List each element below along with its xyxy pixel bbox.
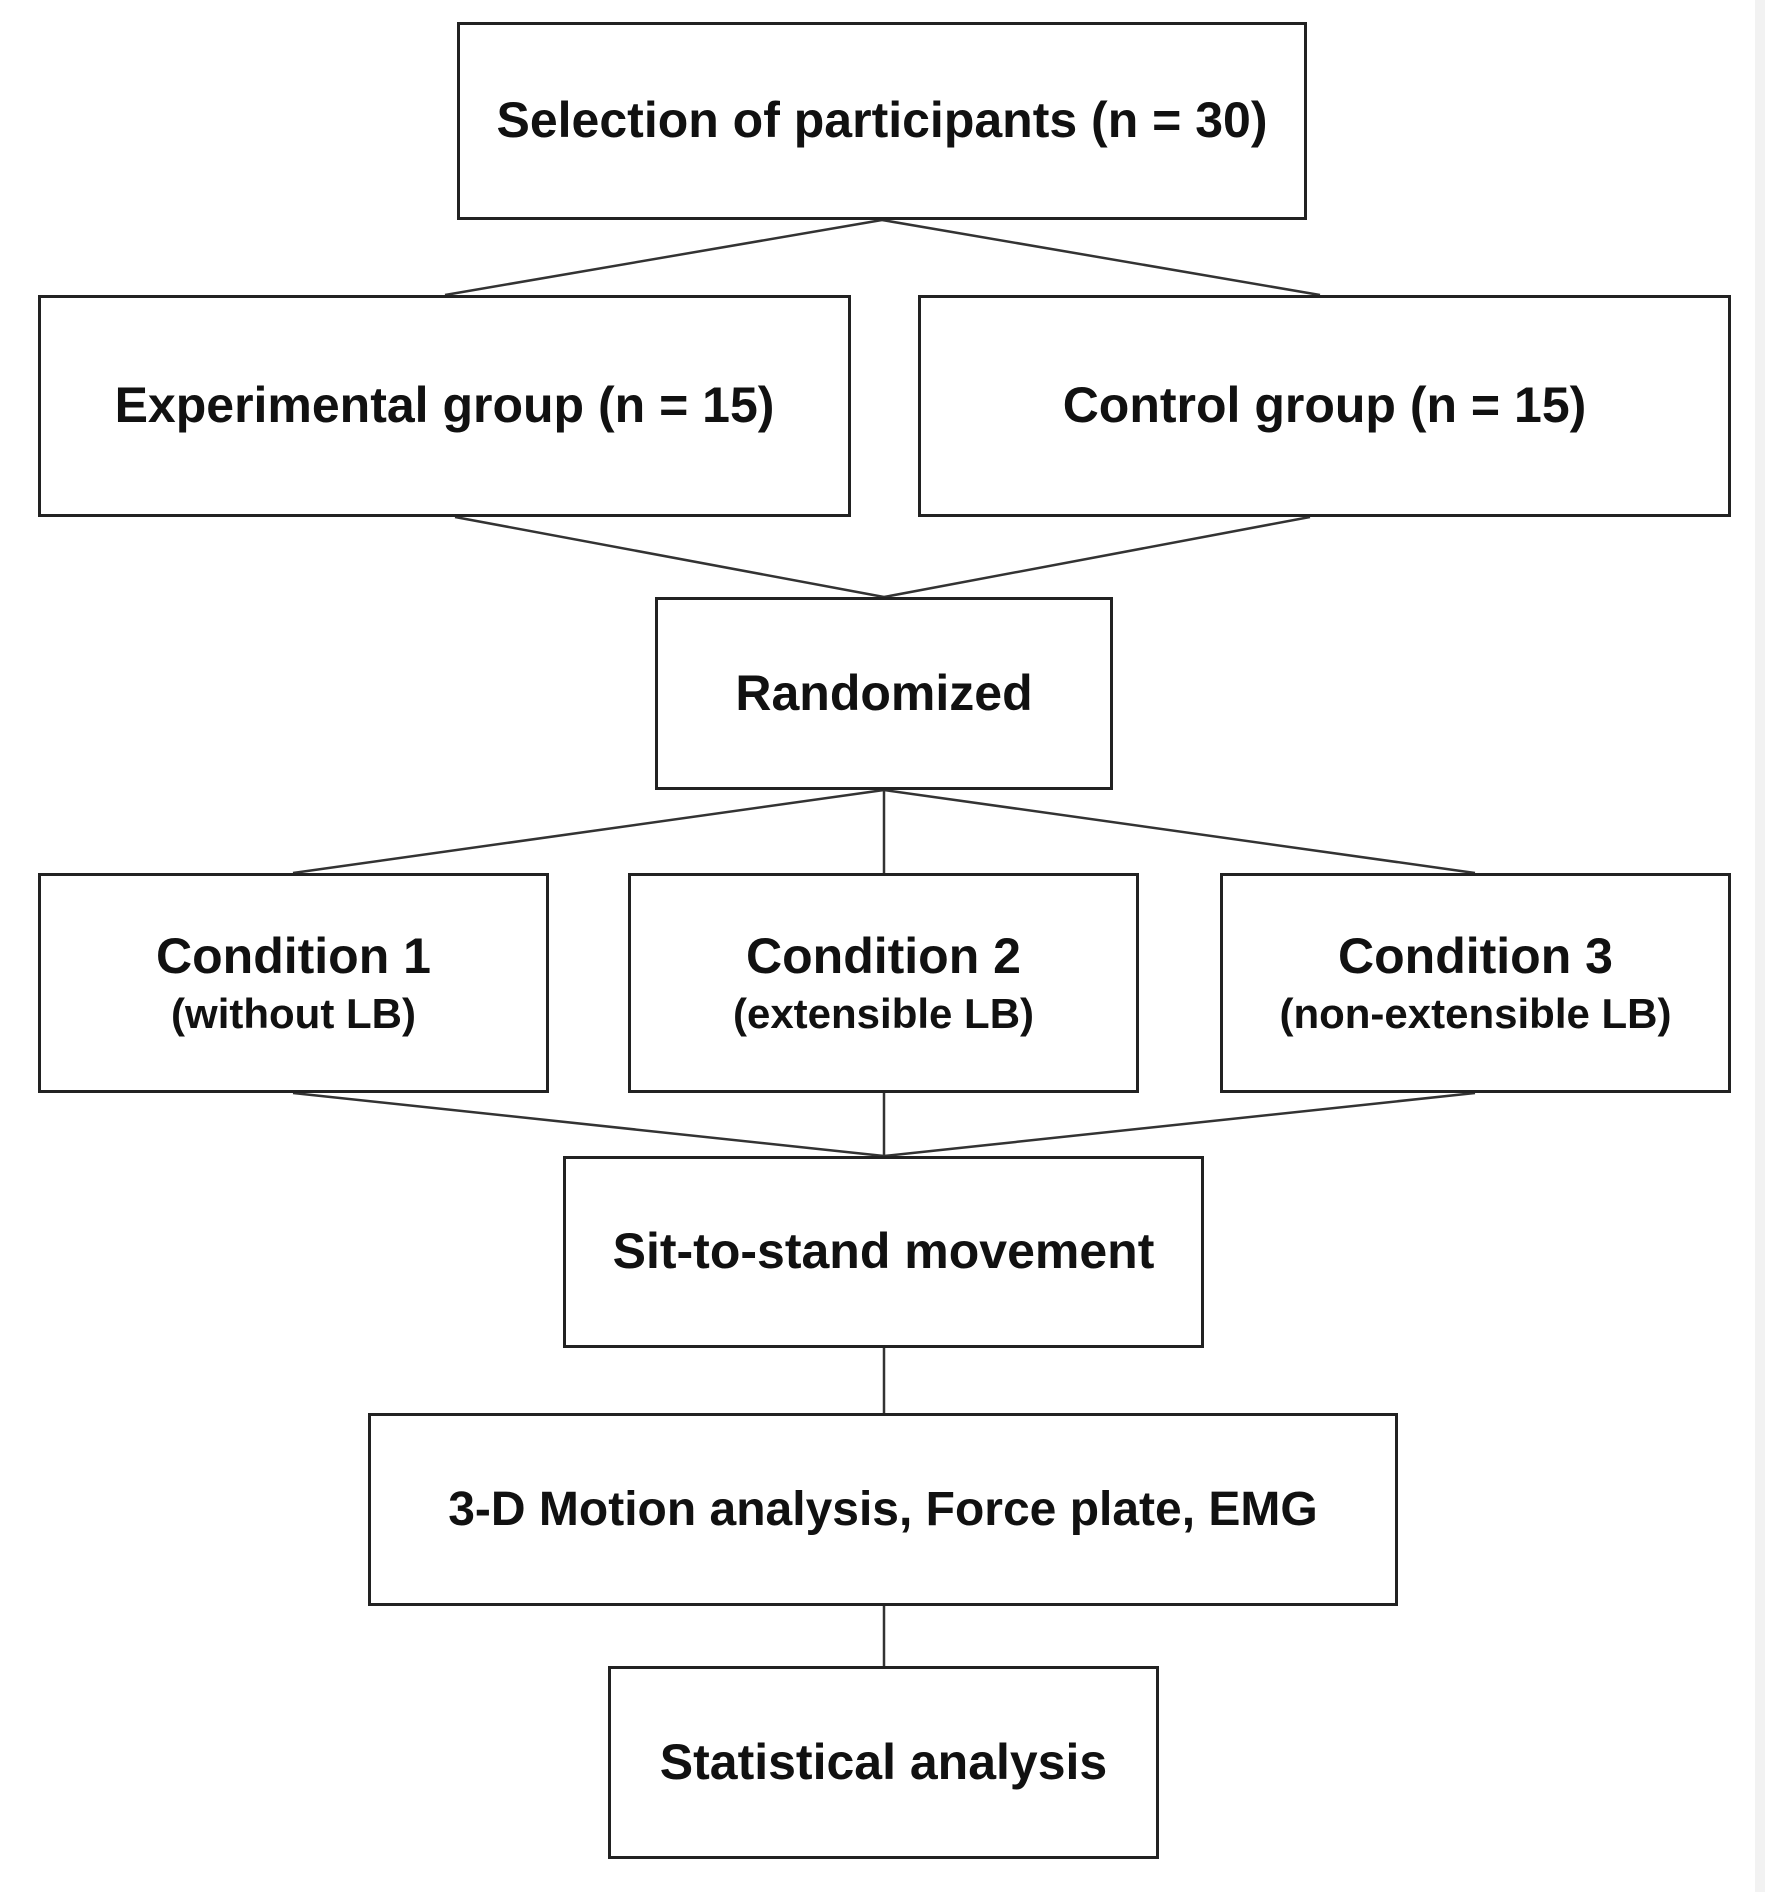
edge-condition3-sit bbox=[883, 1091, 1476, 1158]
edge-control-randomized bbox=[883, 515, 1311, 599]
node-selection: Selection of participants (n = 30) bbox=[457, 22, 1307, 220]
edge-selection-control bbox=[881, 218, 1321, 297]
node-condition3-label: Condition 3 bbox=[1338, 928, 1613, 985]
node-measurement-label: 3-D Motion analysis, Force plate, EMG bbox=[448, 1482, 1318, 1536]
node-condition3-sublabel: (non-extensible LB) bbox=[1279, 989, 1672, 1037]
node-experimental-label: Experimental group (n = 15) bbox=[114, 377, 775, 434]
node-sit-to-stand-label: Sit-to-stand movement bbox=[612, 1223, 1155, 1280]
node-condition-1: Condition 1 (without LB) bbox=[38, 873, 549, 1093]
node-statistics-label: Statistical analysis bbox=[659, 1733, 1108, 1790]
edge-selection-experimental bbox=[444, 218, 883, 297]
edge-condition1-sit bbox=[292, 1091, 885, 1158]
edge-randomized-condition3 bbox=[883, 788, 1476, 875]
node-control-label: Control group (n = 15) bbox=[1062, 377, 1587, 434]
node-condition1-sublabel: (without LB) bbox=[171, 989, 416, 1037]
node-selection-label: Selection of participants (n = 30) bbox=[496, 92, 1268, 149]
node-statistical-analysis: Statistical analysis bbox=[608, 1666, 1159, 1859]
node-experimental-group: Experimental group (n = 15) bbox=[38, 295, 851, 517]
node-condition-3: Condition 3 (non-extensible LB) bbox=[1220, 873, 1731, 1093]
node-randomized: Randomized bbox=[655, 597, 1113, 790]
edge-experimental-randomized bbox=[454, 515, 885, 599]
node-control-group: Control group (n = 15) bbox=[918, 295, 1731, 517]
node-sit-to-stand: Sit-to-stand movement bbox=[563, 1156, 1204, 1348]
node-measurement: 3-D Motion analysis, Force plate, EMG bbox=[368, 1413, 1398, 1606]
node-condition2-sublabel: (extensible LB) bbox=[732, 989, 1035, 1037]
node-condition1-label: Condition 1 bbox=[156, 928, 431, 985]
node-condition-2: Condition 2 (extensible LB) bbox=[628, 873, 1139, 1093]
node-condition2-label: Condition 2 bbox=[746, 928, 1021, 985]
image-edge-strip bbox=[1755, 0, 1765, 1892]
node-randomized-label: Randomized bbox=[735, 664, 1033, 721]
edge-randomized-condition1 bbox=[292, 788, 885, 875]
